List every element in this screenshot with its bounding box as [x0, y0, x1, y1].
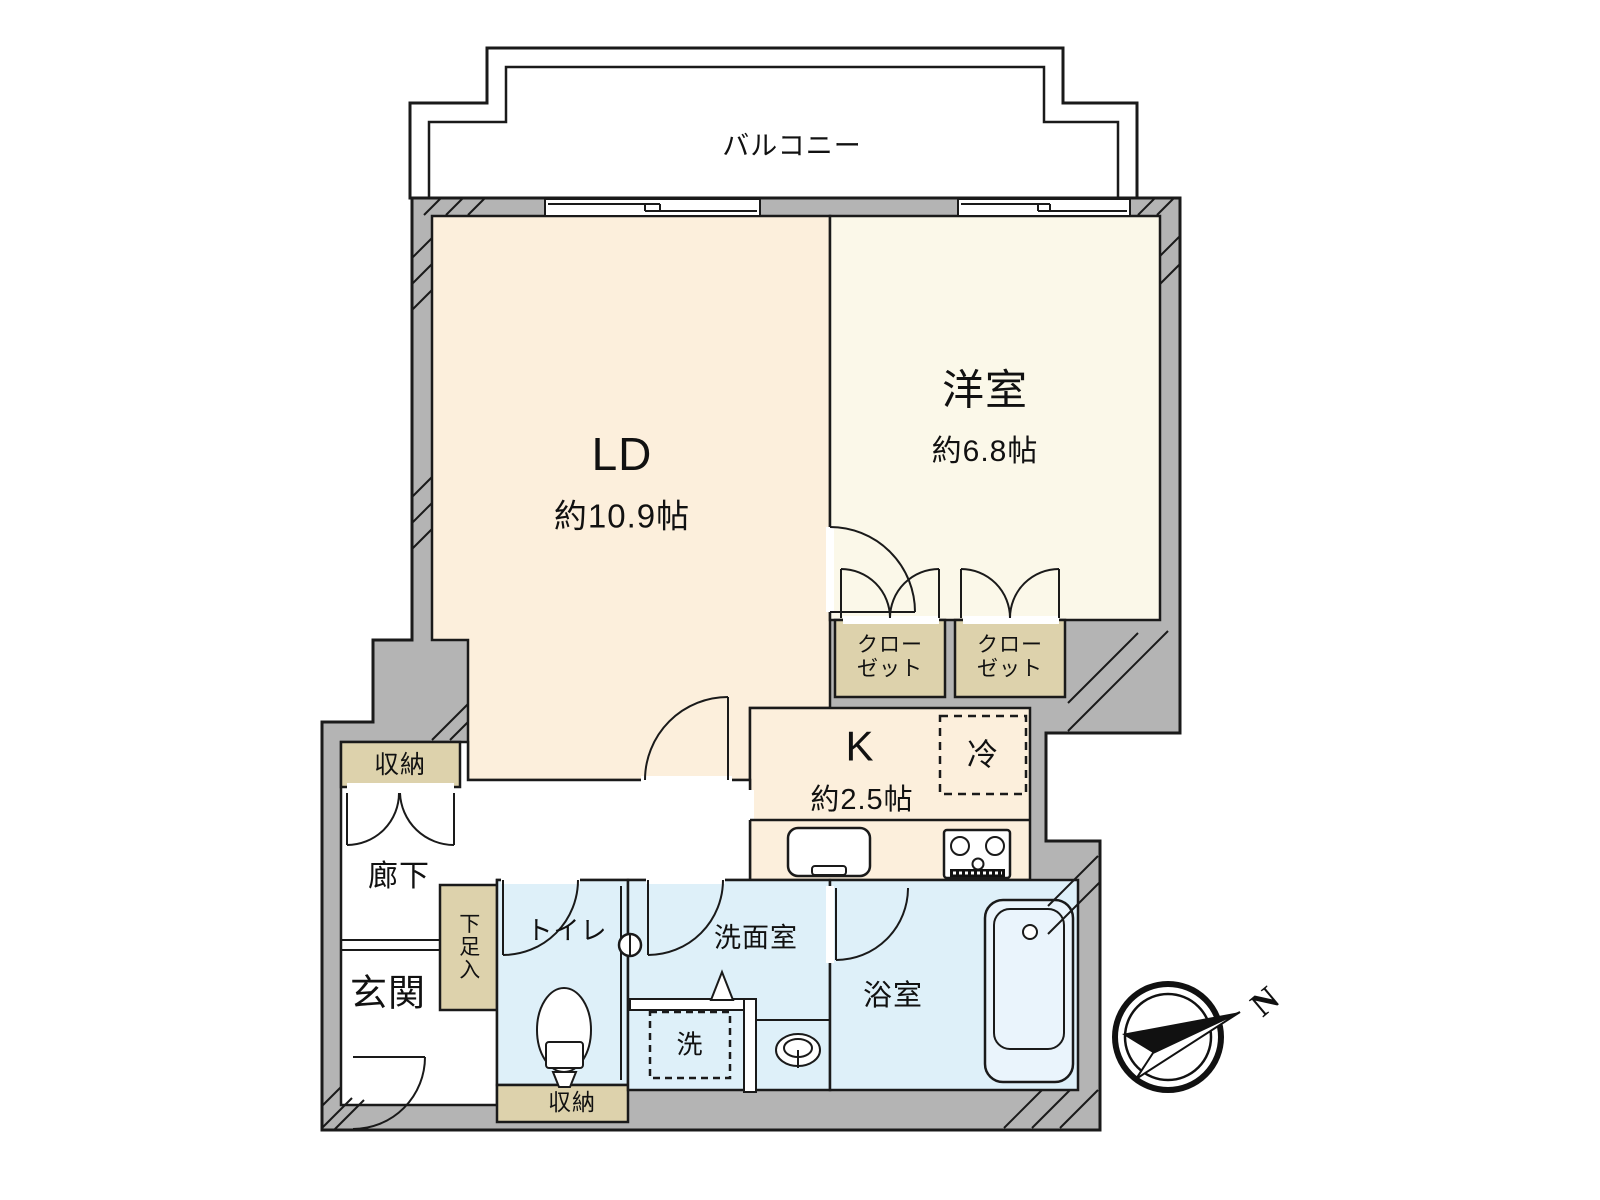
- door-arcs: [346, 526, 1060, 1130]
- label-living-dining: LD: [591, 428, 653, 481]
- toilet-fixture: [536, 886, 622, 1088]
- kitchen-sink: [786, 826, 872, 878]
- window-ld: [544, 198, 761, 217]
- label-hall-storage: 収納: [373, 751, 427, 779]
- label-refrigerator: 冷: [967, 737, 999, 773]
- paper-holder-icon: [617, 932, 643, 958]
- balcony-outer-rail: [408, 46, 1139, 200]
- stove-icon: [942, 828, 1012, 880]
- label-hallway: 廊下: [368, 860, 430, 894]
- bathtub: [983, 898, 1075, 1084]
- north-arrow-icon: [1112, 981, 1241, 1093]
- washbasin-icon: [775, 1033, 821, 1068]
- label-toilet-storage: 収納: [548, 1089, 596, 1116]
- label-closet-right: クローゼット: [977, 633, 1043, 680]
- washer-niche-walls: [629, 969, 830, 1093]
- label-entrance: 玄関: [350, 972, 426, 1014]
- label-closet-left: クローゼット: [857, 633, 923, 680]
- label-balcony: バルコニー: [722, 130, 862, 161]
- entrance-threshold: [341, 939, 440, 951]
- hall-storage: [339, 740, 462, 789]
- wall-hatch-marks: [321, 197, 1181, 1131]
- label-western-room: 洋室: [941, 366, 1029, 414]
- label-kitchen-size: 約2.5帖: [810, 783, 914, 816]
- washer-space: [648, 1010, 732, 1080]
- label-shoe-cabinet: 下足入: [456, 912, 480, 982]
- room-western: [828, 214, 1162, 622]
- balcony-inner-rail: [427, 65, 1120, 198]
- label-washroom: 洗面室: [714, 922, 798, 953]
- door-openings: [347, 527, 1059, 963]
- label-western-size: 約6.8帖: [931, 435, 1039, 469]
- label-bathroom: 浴室: [862, 979, 924, 1012]
- label-washer: 洗: [676, 1029, 704, 1060]
- closet-right: [953, 618, 1067, 699]
- toilet-storage: [495, 1083, 630, 1124]
- shoe-cabinet: [438, 883, 499, 1012]
- window-western: [957, 198, 1131, 217]
- refrigerator-space: [938, 714, 1028, 796]
- label-kitchen: K: [845, 722, 875, 770]
- label-ld-size: 約10.9帖: [553, 497, 691, 535]
- label-toilet: トイレ: [526, 915, 608, 946]
